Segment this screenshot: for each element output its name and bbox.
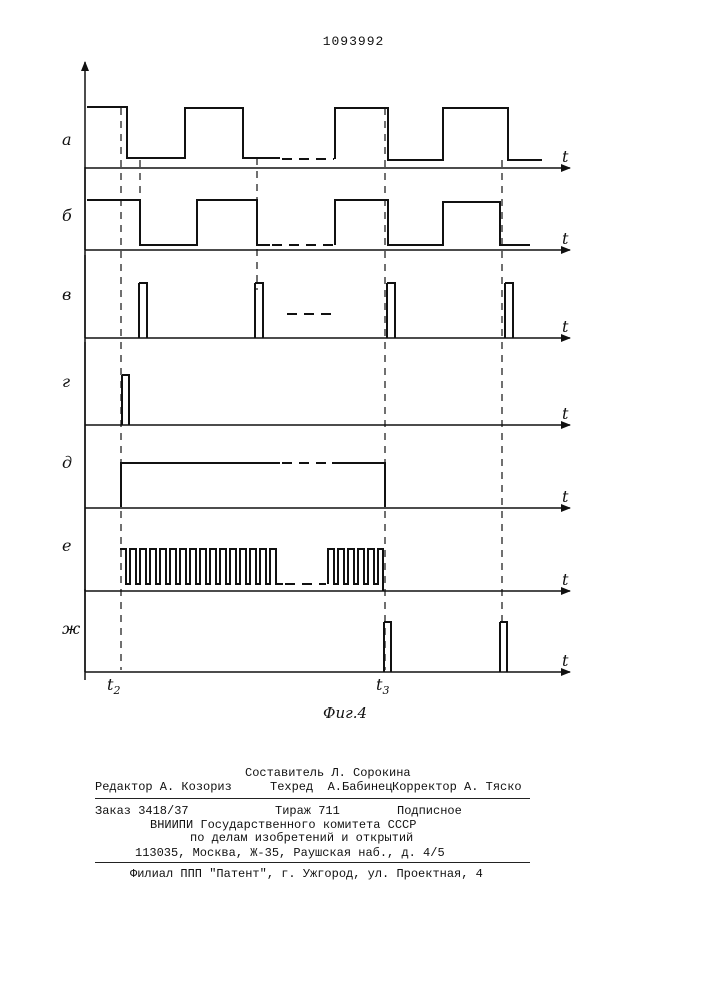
pulse-v — [255, 283, 263, 338]
branch-line: Филиал ППП "Патент", г. Ужгород, ул. Про… — [130, 867, 483, 881]
divider-2 — [95, 862, 530, 863]
pulse-g — [122, 375, 129, 425]
waveform-b-tail — [335, 200, 530, 245]
axis-t-label: t — [562, 570, 569, 589]
pulse-v — [139, 283, 147, 338]
waveform-d-tail — [332, 463, 385, 507]
axis-t-label: t — [562, 229, 569, 248]
order-line: Заказ 3418/37 — [95, 804, 189, 818]
axis-t-label: t — [562, 651, 569, 670]
time-marker-sub: 3 — [382, 684, 389, 697]
pulse-train-e — [120, 549, 283, 584]
org-line-1: ВНИИПИ Государственного комитета СССР — [150, 818, 416, 832]
pulse-zh — [500, 622, 507, 672]
signal-label: г — [62, 372, 70, 391]
org-line-2: по делам изобретений и открытий — [190, 831, 413, 845]
waveform-a-tail — [335, 108, 542, 160]
signal-label: а — [62, 130, 72, 149]
axis-t-label: t — [562, 147, 569, 166]
subscription-line: Подписное — [397, 804, 462, 818]
time-marker: t2 — [107, 675, 120, 697]
time-marker: t3 — [376, 675, 389, 697]
axis-t-label: t — [562, 317, 569, 336]
signal-labels: t а t б t в t г t д t е t ж — [62, 130, 569, 670]
time-markers: t2 t3 — [107, 675, 389, 697]
waveform-b — [87, 200, 270, 245]
corrector-line: Корректор А. Тяско — [392, 780, 522, 794]
pulse-train-e-tail — [328, 549, 383, 591]
axis-t-label: t — [562, 487, 569, 506]
editor-line: Редактор А. Козориз — [95, 780, 232, 794]
circulation-line: Тираж 711 — [275, 804, 340, 818]
time-marker-sub: 2 — [112, 684, 120, 697]
pulse-v — [505, 283, 513, 338]
techred-line: Техред А.Бабинец — [270, 780, 392, 794]
divider-1 — [95, 798, 530, 799]
figure-caption: Фиг.4 — [323, 704, 367, 722]
axis-t-label: t — [562, 404, 569, 423]
waveforms — [87, 107, 542, 672]
signal-label: ж — [62, 619, 81, 638]
pulse-v — [387, 283, 395, 338]
waveform-d — [121, 463, 280, 507]
address-line: 113035, Москва, Ж-35, Раушская наб., д. … — [135, 846, 445, 860]
signal-label: б — [62, 206, 72, 225]
signal-label: в — [62, 285, 71, 304]
signal-label: д — [62, 453, 72, 472]
compiler-line: Составитель Л. Сорокина — [245, 766, 411, 780]
time-reference-lines — [121, 108, 502, 670]
axes — [85, 62, 570, 680]
signal-label: е — [62, 536, 71, 555]
waveform-a — [87, 107, 280, 158]
